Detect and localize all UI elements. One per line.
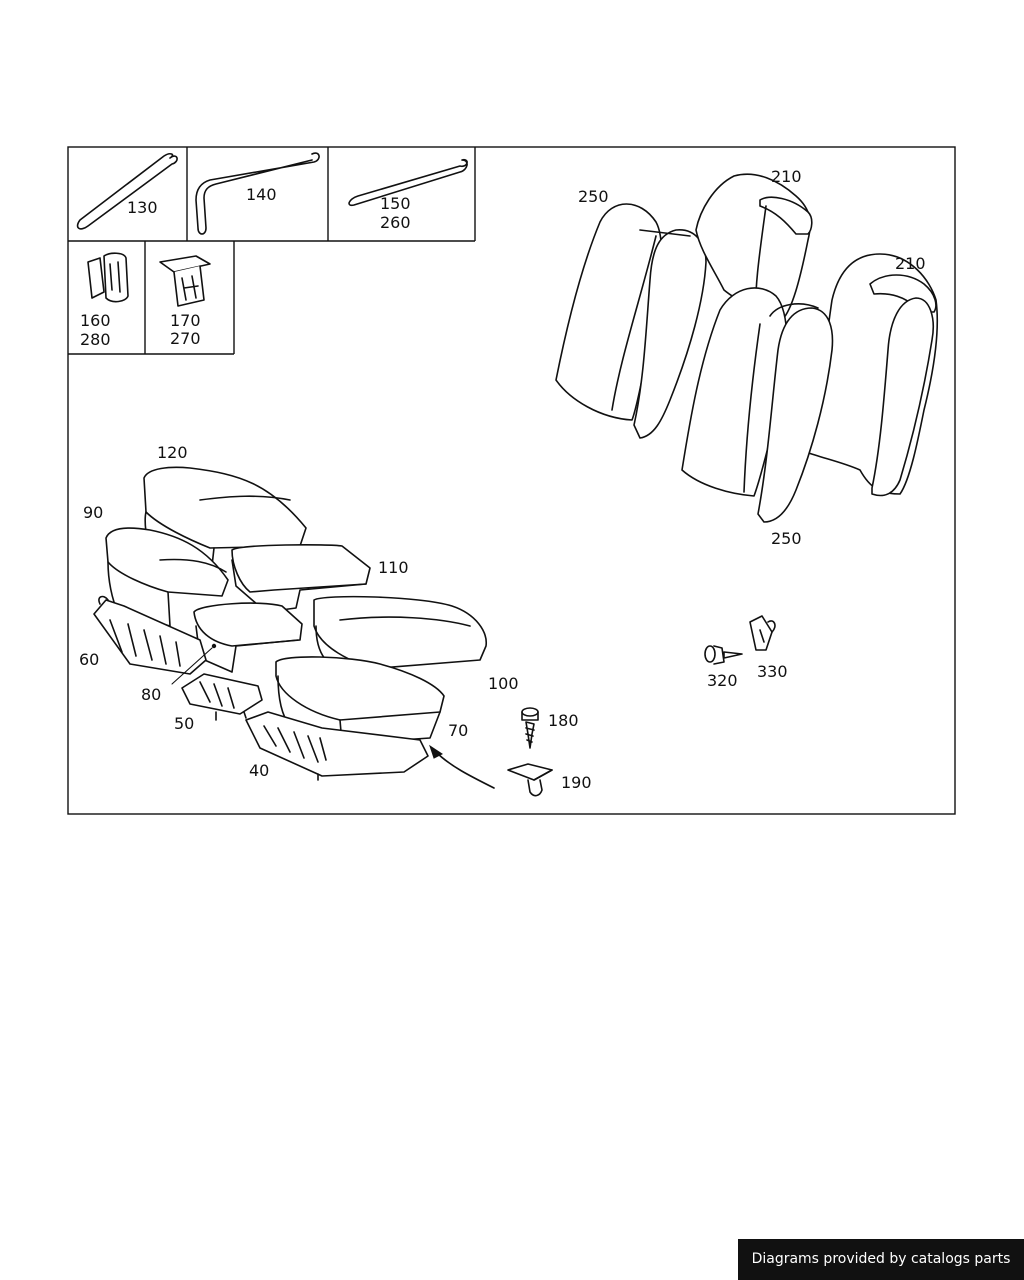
inset-boxes: [68, 147, 476, 355]
seat-cushion-110-drawing: [231, 544, 371, 613]
callout-260: 260: [380, 213, 411, 232]
callout-320: 320: [707, 671, 738, 690]
clip-160-drawing: [87, 252, 129, 303]
seat-frame-40-drawing: [245, 711, 429, 781]
seat-back-250-left-drawing: [555, 203, 707, 439]
callout-130: 130: [127, 198, 158, 217]
callout-80: 80: [141, 685, 161, 704]
leader-80-dot: [211, 643, 217, 649]
callout-150: 150: [380, 194, 411, 213]
callout-160: 160: [80, 311, 111, 330]
callout-100: 100: [488, 674, 519, 693]
diagram-frame: [67, 146, 956, 815]
callout-110: 110: [378, 558, 409, 577]
callout-40: 40: [249, 761, 269, 780]
callout-140: 140: [246, 185, 277, 204]
credit-banner: Diagrams provided by catalogs parts: [738, 1239, 1024, 1280]
screw-180-drawing: [521, 707, 539, 749]
wire-hook-140-drawing: [195, 152, 320, 235]
callout-210-top: 210: [771, 167, 802, 186]
callout-120: 120: [157, 443, 188, 462]
callout-70: 70: [448, 721, 468, 740]
callout-90: 90: [83, 503, 103, 522]
callout-330: 330: [757, 662, 788, 681]
assembly-arrow: [429, 744, 495, 789]
callout-210-right: 210: [895, 254, 926, 273]
seat-frame-60-drawing: [93, 595, 207, 675]
callout-50: 50: [174, 714, 194, 733]
clip-170-drawing: [159, 255, 211, 307]
callout-270: 270: [170, 329, 201, 348]
seat-cushion-80-drawing: [193, 602, 303, 673]
callout-190: 190: [561, 773, 592, 792]
bolt-320-drawing: [704, 645, 743, 665]
callout-250-bottom: 250: [771, 529, 802, 548]
callout-280: 280: [80, 330, 111, 349]
callout-180: 180: [548, 711, 579, 730]
seat-back-210-right-drawing: [805, 253, 939, 497]
wire-clip-150-drawing: [348, 158, 468, 207]
seat-back-250-front-drawing: [681, 287, 834, 523]
leader-80: [171, 647, 213, 685]
callout-60: 60: [79, 650, 99, 669]
callout-170: 170: [170, 311, 201, 330]
seat-frame-50-drawing: [181, 673, 263, 721]
wire-clip-130-drawing: [76, 153, 178, 230]
clip-330-drawing: [749, 615, 776, 651]
seat-cushion-90-drawing: [105, 527, 229, 627]
seat-back-210-top-drawing: [695, 173, 813, 321]
nut-clip-190-drawing: [507, 763, 553, 797]
callout-250-top: 250: [578, 187, 609, 206]
